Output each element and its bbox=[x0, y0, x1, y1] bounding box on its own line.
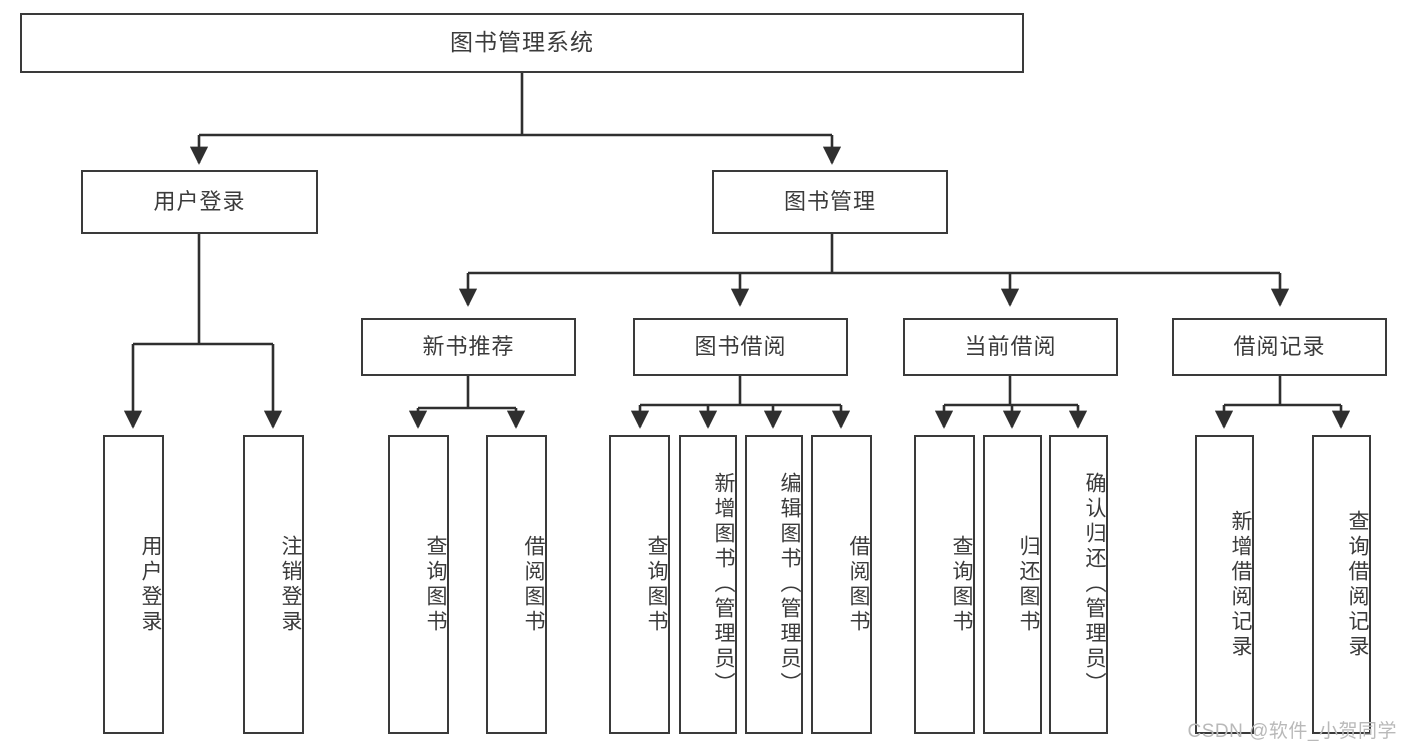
node-label: 新增图书（管理员） bbox=[712, 472, 735, 697]
node-book-management[interactable]: 图书管理 bbox=[712, 170, 948, 234]
node-label: 查询图书 bbox=[950, 534, 973, 635]
node-root-book-management-system[interactable]: 图书管理系统 bbox=[20, 13, 1024, 73]
node-user-login[interactable]: 用户登录 bbox=[81, 170, 318, 234]
node-label: 用户登录 bbox=[153, 188, 246, 214]
leaf-record-add-borrow-record[interactable]: 新增借阅记录 bbox=[1195, 435, 1254, 734]
node-current-borrow[interactable]: 当前借阅 bbox=[903, 318, 1118, 376]
leaf-recommend-query-book[interactable]: 查询图书 bbox=[388, 435, 449, 734]
node-label: 查询图书 bbox=[424, 534, 447, 635]
node-label: 借阅记录 bbox=[1233, 333, 1326, 359]
leaf-borrow-query-book[interactable]: 查询图书 bbox=[609, 435, 670, 734]
leaf-recommend-borrow-book[interactable]: 借阅图书 bbox=[486, 435, 547, 734]
node-new-book-recommend[interactable]: 新书推荐 bbox=[361, 318, 576, 376]
leaf-borrow-borrow-book[interactable]: 借阅图书 bbox=[811, 435, 872, 734]
node-label: 新书推荐 bbox=[422, 333, 515, 359]
node-label: 用户登录 bbox=[139, 534, 162, 635]
node-label: 图书管理系统 bbox=[450, 29, 594, 56]
leaf-user-logout[interactable]: 注销登录 bbox=[243, 435, 304, 734]
leaf-current-confirm-return-admin[interactable]: 确认归还（管理员） bbox=[1049, 435, 1108, 734]
node-label: 确认归还（管理员） bbox=[1083, 472, 1106, 697]
node-label: 注销登录 bbox=[279, 534, 302, 635]
node-label: 借阅图书 bbox=[847, 534, 870, 635]
node-book-borrow[interactable]: 图书借阅 bbox=[633, 318, 848, 376]
node-label: 借阅图书 bbox=[522, 534, 545, 635]
node-label: 当前借阅 bbox=[964, 333, 1057, 359]
leaf-record-query-borrow-record[interactable]: 查询借阅记录 bbox=[1312, 435, 1371, 734]
leaf-current-query-book[interactable]: 查询图书 bbox=[914, 435, 975, 734]
node-label: 查询借阅记录 bbox=[1346, 509, 1369, 660]
leaf-borrow-edit-book-admin[interactable]: 编辑图书（管理员） bbox=[745, 435, 803, 734]
node-label: 查询图书 bbox=[645, 534, 668, 635]
leaf-current-return-book[interactable]: 归还图书 bbox=[983, 435, 1042, 734]
node-label: 编辑图书（管理员） bbox=[778, 472, 801, 697]
node-label: 图书管理 bbox=[783, 188, 876, 214]
node-label: 归还图书 bbox=[1017, 534, 1040, 635]
node-borrow-record[interactable]: 借阅记录 bbox=[1172, 318, 1387, 376]
csdn-watermark: CSDN @软件_小贺同学 bbox=[1187, 721, 1397, 742]
leaf-user-login[interactable]: 用户登录 bbox=[103, 435, 164, 734]
node-label: 新增借阅记录 bbox=[1229, 509, 1252, 660]
node-label: 图书借阅 bbox=[694, 333, 787, 359]
leaf-borrow-add-book-admin[interactable]: 新增图书（管理员） bbox=[679, 435, 737, 734]
